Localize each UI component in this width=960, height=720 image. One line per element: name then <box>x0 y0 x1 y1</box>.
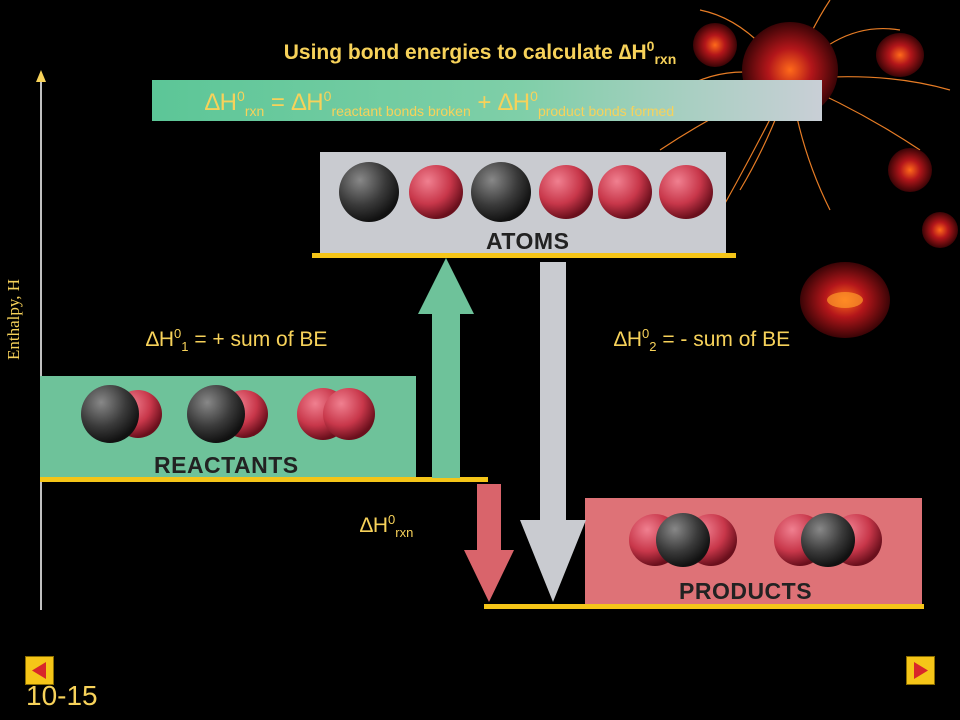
title-sub: rxn <box>654 51 677 68</box>
eq-term1: ∆H <box>291 89 324 116</box>
dh2-delta: ∆H <box>614 328 643 351</box>
dh2-sup: 0 <box>642 326 650 341</box>
slide-number: 10-15 <box>26 680 98 711</box>
dh2-text: = - sum of BE <box>656 328 791 351</box>
oxygen-atom <box>659 165 713 219</box>
dh1-sub: 1 <box>181 339 189 355</box>
prev-arrow-icon <box>32 662 46 679</box>
eq-term2-sup: 0 <box>530 88 538 104</box>
atoms-level-box: ATOMS <box>320 152 726 255</box>
oxygen-atom <box>409 165 463 219</box>
next-slide-button[interactable] <box>906 656 935 685</box>
products-level-box: PRODUCTS <box>585 498 922 606</box>
equation-banner <box>152 80 822 121</box>
delta-h-rxn-label: ∆H0rxn <box>360 512 413 540</box>
dh1-sup: 0 <box>174 326 182 341</box>
dh1-delta: ∆H <box>146 328 175 351</box>
down-arrow-bonds-formed <box>520 262 586 602</box>
atoms-spheres <box>339 162 713 222</box>
co-molecule <box>81 385 162 443</box>
title-prefix: Using bond energies to calculate <box>283 41 619 64</box>
dhrxn-delta: ∆H <box>360 514 389 537</box>
reactants-label: REACTANTS <box>154 452 299 478</box>
dhrxn-sup: 0 <box>388 512 396 527</box>
dh1-text: = + sum of BE <box>188 328 328 351</box>
down-arrow-delta-h-rxn <box>464 484 514 602</box>
delta-h1-label: ∆H01 = + sum of BE <box>146 326 327 354</box>
atoms-label: ATOMS <box>486 228 570 254</box>
eq-plus: + <box>470 89 499 116</box>
co2-molecule <box>774 513 882 567</box>
products-molecules <box>629 513 882 567</box>
reactants-molecules <box>81 385 375 443</box>
carbon-atom <box>471 162 531 222</box>
eq-lhs: ∆H <box>205 89 238 116</box>
products-label: PRODUCTS <box>679 578 813 604</box>
title-delta: ∆H <box>618 41 647 64</box>
co2-molecule <box>629 513 737 567</box>
slide-title: Using bond energies to calculate ∆H0rxn <box>0 38 960 67</box>
reactants-level-line <box>40 477 488 482</box>
eq-term2: ∆H <box>498 89 531 116</box>
eq-term2-sub: product bonds formed <box>537 102 675 119</box>
axis-label: Enthalpy, H <box>4 278 23 360</box>
products-level-line <box>484 604 924 609</box>
dhrxn-sub: rxn <box>395 525 414 541</box>
equation-text: ∆H0rxn = ∆H0reactant bonds broken + ∆H0p… <box>205 88 674 119</box>
oxygen-atom <box>598 165 652 219</box>
title-sup: 0 <box>646 38 655 54</box>
next-arrow-icon <box>914 662 928 679</box>
prev-slide-button[interactable] <box>25 656 54 685</box>
dh2-sub: 2 <box>649 339 657 355</box>
eq-term1-sub: reactant bonds broken <box>331 102 471 119</box>
eq-lhs-sup: 0 <box>237 88 245 104</box>
co-molecule <box>187 385 268 443</box>
eq-term1-sup: 0 <box>323 88 332 104</box>
oxygen-atom <box>539 165 593 219</box>
up-arrow-bonds-broken <box>418 258 474 478</box>
carbon-atom <box>339 162 399 222</box>
reactants-level-box: REACTANTS <box>40 376 416 479</box>
atoms-level-line <box>312 253 736 258</box>
eq-lhs-sub: rxn <box>244 102 265 119</box>
o2-molecule <box>297 388 375 440</box>
delta-h2-label: ∆H02 = - sum of BE <box>614 326 790 354</box>
eq-equals: = <box>264 89 292 116</box>
enthalpy-axis <box>36 70 46 610</box>
